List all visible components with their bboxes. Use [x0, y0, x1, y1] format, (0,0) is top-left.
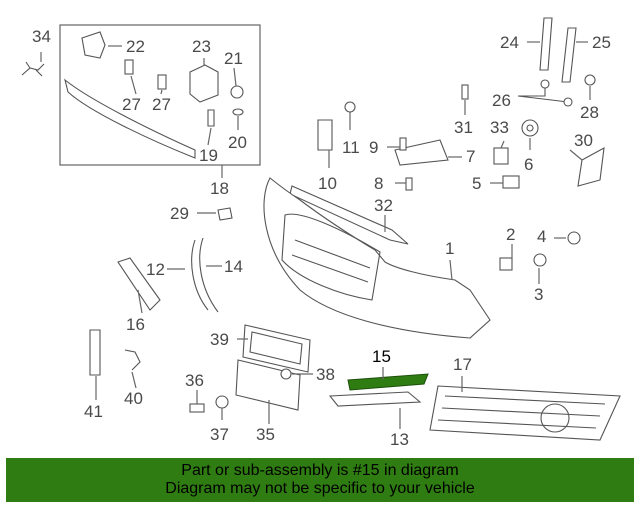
part-8-bolt: [405, 177, 413, 191]
label-11: 11: [342, 138, 360, 157]
part-39-bracket: [242, 324, 311, 373]
part-38-screw: [280, 368, 292, 380]
label-27b: 27: [152, 95, 171, 114]
part-25-strip: [561, 27, 577, 83]
label-14: 14: [224, 257, 243, 276]
part-24-strip: [539, 17, 553, 71]
label-29: 29: [170, 204, 189, 223]
banner-line-2: Diagram may not be specific to your vehi…: [165, 480, 475, 497]
part-9-bolt: [399, 137, 407, 151]
label-9: 9: [369, 138, 378, 157]
label-16: 16: [126, 315, 145, 334]
part-2-bolt: [499, 257, 513, 271]
part-1-bumper-cover: [263, 177, 491, 339]
part-23-bracket: [189, 58, 219, 103]
label-15: 15: [372, 347, 391, 366]
label-7: 7: [466, 147, 475, 166]
label-33: 33: [490, 118, 509, 137]
label-41: 41: [84, 402, 103, 421]
part-32-bracket: [289, 185, 409, 245]
part-6-grommet: [521, 119, 539, 137]
part-21-nut: [230, 85, 244, 99]
part-36-bolt: [189, 403, 205, 413]
part-4-screw: [567, 231, 581, 245]
part-16-bracket: [117, 257, 161, 311]
part-3-washer: [533, 253, 547, 267]
label-25: 25: [592, 33, 611, 52]
part-30-bracket: [577, 147, 605, 187]
part-13-molding: [328, 391, 422, 407]
label-27a: 27: [122, 95, 141, 114]
label-6: 6: [524, 155, 533, 174]
part-17-grille: [429, 385, 621, 441]
label-34: 34: [32, 27, 51, 46]
label-31: 31: [454, 118, 473, 137]
part-11-bolt: [344, 101, 356, 124]
label-23: 23: [192, 37, 211, 56]
part-40-sensor: [124, 349, 141, 371]
info-banner: Part or sub-assembly is #15 in diagram D…: [6, 458, 634, 502]
label-32: 32: [374, 196, 393, 215]
label-30: 30: [574, 131, 593, 150]
label-18: 18: [210, 179, 229, 198]
part-29-clip: [217, 207, 233, 221]
label-36: 36: [185, 371, 204, 390]
label-24: 24: [500, 33, 519, 52]
label-37: 37: [210, 425, 229, 444]
part-18-bar: [64, 78, 223, 178]
part-7-bracket: [394, 139, 449, 166]
subassembly-box: [59, 24, 261, 166]
part-14-trim: [199, 237, 219, 313]
label-13: 13: [390, 430, 409, 449]
label-10: 10: [318, 174, 337, 193]
leader-lines: [95, 41, 588, 429]
label-17: 17: [453, 355, 472, 374]
part-37-washer: [215, 395, 229, 409]
label-40: 40: [124, 389, 143, 408]
label-35: 35: [256, 425, 275, 444]
label-38: 38: [316, 365, 335, 384]
label-2: 2: [506, 225, 515, 244]
part-20-washer: [232, 108, 244, 116]
part-5-clip: [502, 175, 520, 189]
label-28: 28: [580, 103, 599, 122]
part-28-bolt: [584, 74, 596, 100]
part-33-clip: [493, 147, 509, 165]
part-22-bracket: [81, 31, 122, 59]
label-21: 21: [224, 49, 243, 68]
part-41-bracket: [89, 329, 101, 376]
label-5: 5: [472, 174, 481, 193]
part-27-clips: [124, 59, 167, 90]
label-8: 8: [374, 174, 383, 193]
label-1: 1: [445, 239, 454, 258]
label-3: 3: [534, 285, 543, 304]
part-15-highlight: [347, 373, 429, 391]
part-15-molding: [347, 373, 429, 391]
part-12-trim: [191, 239, 209, 311]
label-20: 20: [228, 133, 247, 152]
part-19-bolt: [207, 109, 215, 127]
part-31-bolt: [461, 84, 469, 100]
label-39: 39: [210, 330, 229, 349]
label-26: 26: [492, 91, 511, 110]
label-22: 22: [126, 37, 145, 56]
banner-line-1: Part or sub-assembly is #15 in diagram: [181, 462, 459, 479]
label-12: 12: [146, 260, 165, 279]
part-34-clip: [21, 52, 45, 77]
label-19: 19: [199, 146, 218, 165]
part-10-bracket: [317, 119, 333, 151]
part-26-screws: [517, 79, 573, 107]
label-4: 4: [537, 227, 546, 246]
